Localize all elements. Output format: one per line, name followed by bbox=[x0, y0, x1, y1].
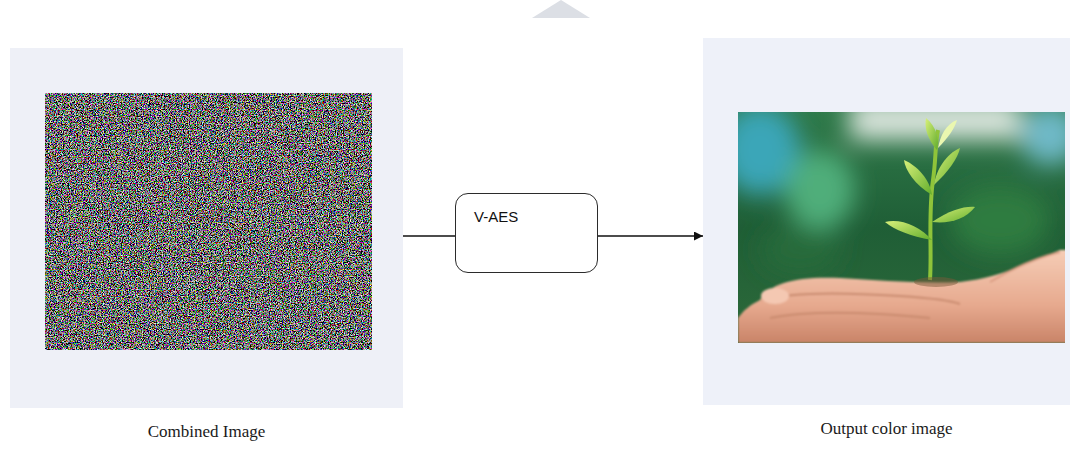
image-caption: Output color image bbox=[820, 419, 952, 439]
connector bbox=[598, 235, 703, 236]
panel-ground bbox=[10, 48, 403, 408]
process-box: V-AES bbox=[455, 193, 598, 273]
plant-photo bbox=[738, 112, 1065, 343]
image-caption: Combined Image bbox=[148, 422, 266, 442]
image-panel: Output color image bbox=[703, 38, 1070, 405]
box-label: V-AES bbox=[474, 208, 518, 225]
connector bbox=[403, 235, 455, 236]
watermark-triangle bbox=[532, 0, 590, 18]
panel-ground bbox=[703, 38, 1070, 405]
image-panel: Combined Image bbox=[10, 48, 403, 408]
noise-image bbox=[45, 93, 372, 350]
noise-base bbox=[45, 93, 372, 350]
